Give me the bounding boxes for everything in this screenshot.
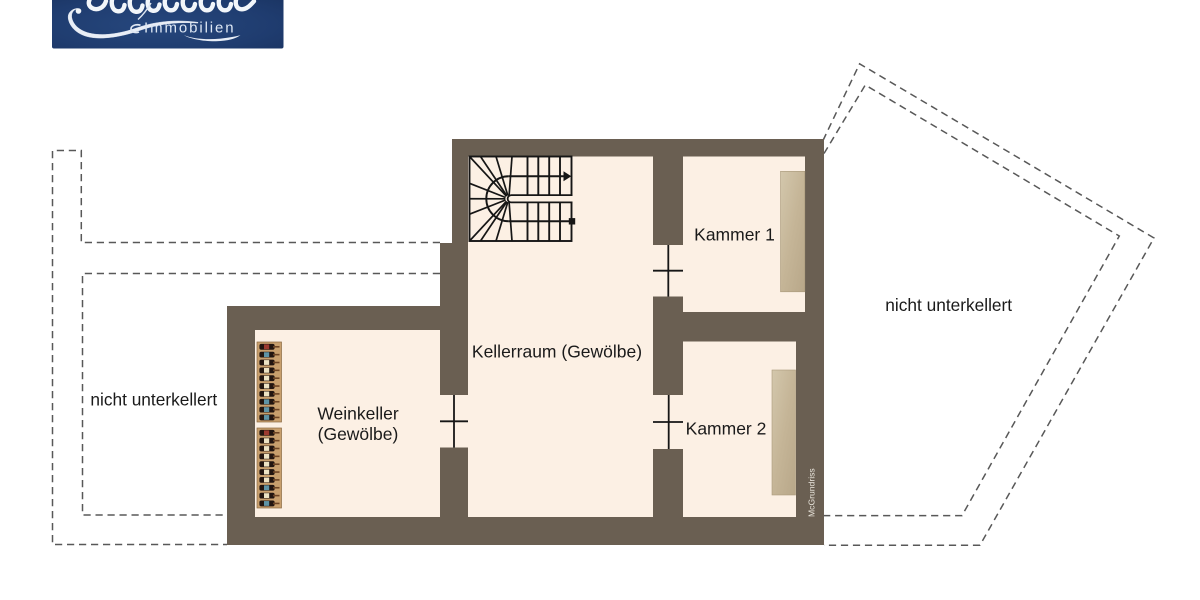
svg-text:nicht unterkellert: nicht unterkellert	[90, 389, 217, 409]
svg-text:nicht unterkellert: nicht unterkellert	[885, 295, 1012, 315]
svg-text:Kellerraum (Gewölbe): Kellerraum (Gewölbe)	[472, 342, 642, 362]
svg-text:(Gewölbe): (Gewölbe)	[318, 424, 399, 444]
svg-text:Kammer 2: Kammer 2	[686, 419, 767, 439]
svg-text:Kammer 1: Kammer 1	[694, 225, 775, 245]
svg-text:McGrundriss: McGrundriss	[807, 468, 817, 517]
svg-text:Immobilien: Immobilien	[144, 20, 236, 37]
svg-text:Weinkeller: Weinkeller	[317, 404, 399, 424]
